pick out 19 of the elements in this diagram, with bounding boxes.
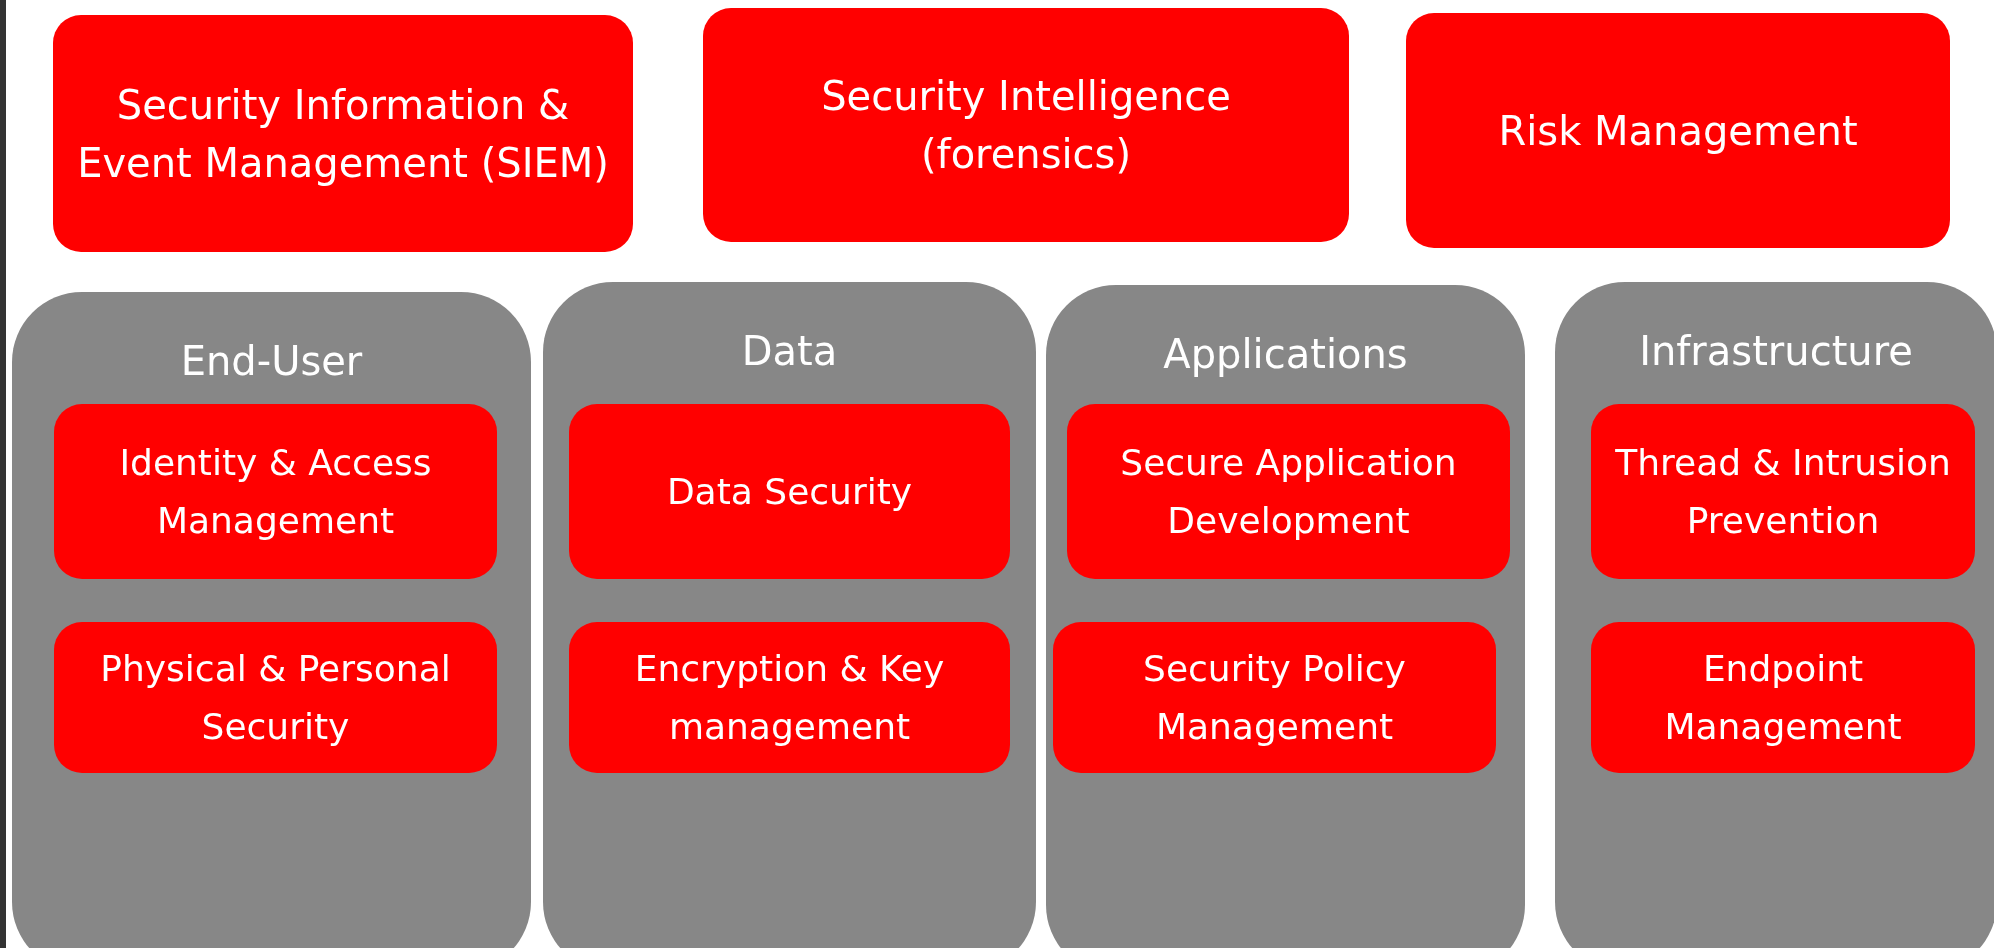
category-panel [1046, 285, 1525, 948]
capability-box: Identity & Access Management [54, 404, 497, 579]
capability-box: Risk Management [1406, 13, 1950, 248]
category-title: Applications [1163, 331, 1408, 377]
category-panel [1555, 282, 1994, 948]
capability-box: Data Security [569, 404, 1010, 579]
category-title: Infrastructure [1639, 328, 1913, 374]
category-title: End-User [180, 338, 363, 384]
capability-box: Security Information & Event Management (SIEM) [53, 15, 633, 252]
capability-box: Secure Application Development [1067, 404, 1510, 579]
capability-box: Endpoint Management [1591, 622, 1975, 773]
capability-box: Thread & Intrusion Prevention [1591, 404, 1975, 579]
capability-box: Encryption & Key management [569, 622, 1010, 773]
capability-box: Security Policy Management [1053, 622, 1496, 773]
capability-box: Physical & Personal Security [54, 622, 497, 773]
category-title: Data [741, 328, 838, 374]
capability-box: Security Intelligence (forensics) [703, 8, 1349, 242]
category-panel [543, 282, 1036, 948]
category-panel [12, 292, 531, 948]
